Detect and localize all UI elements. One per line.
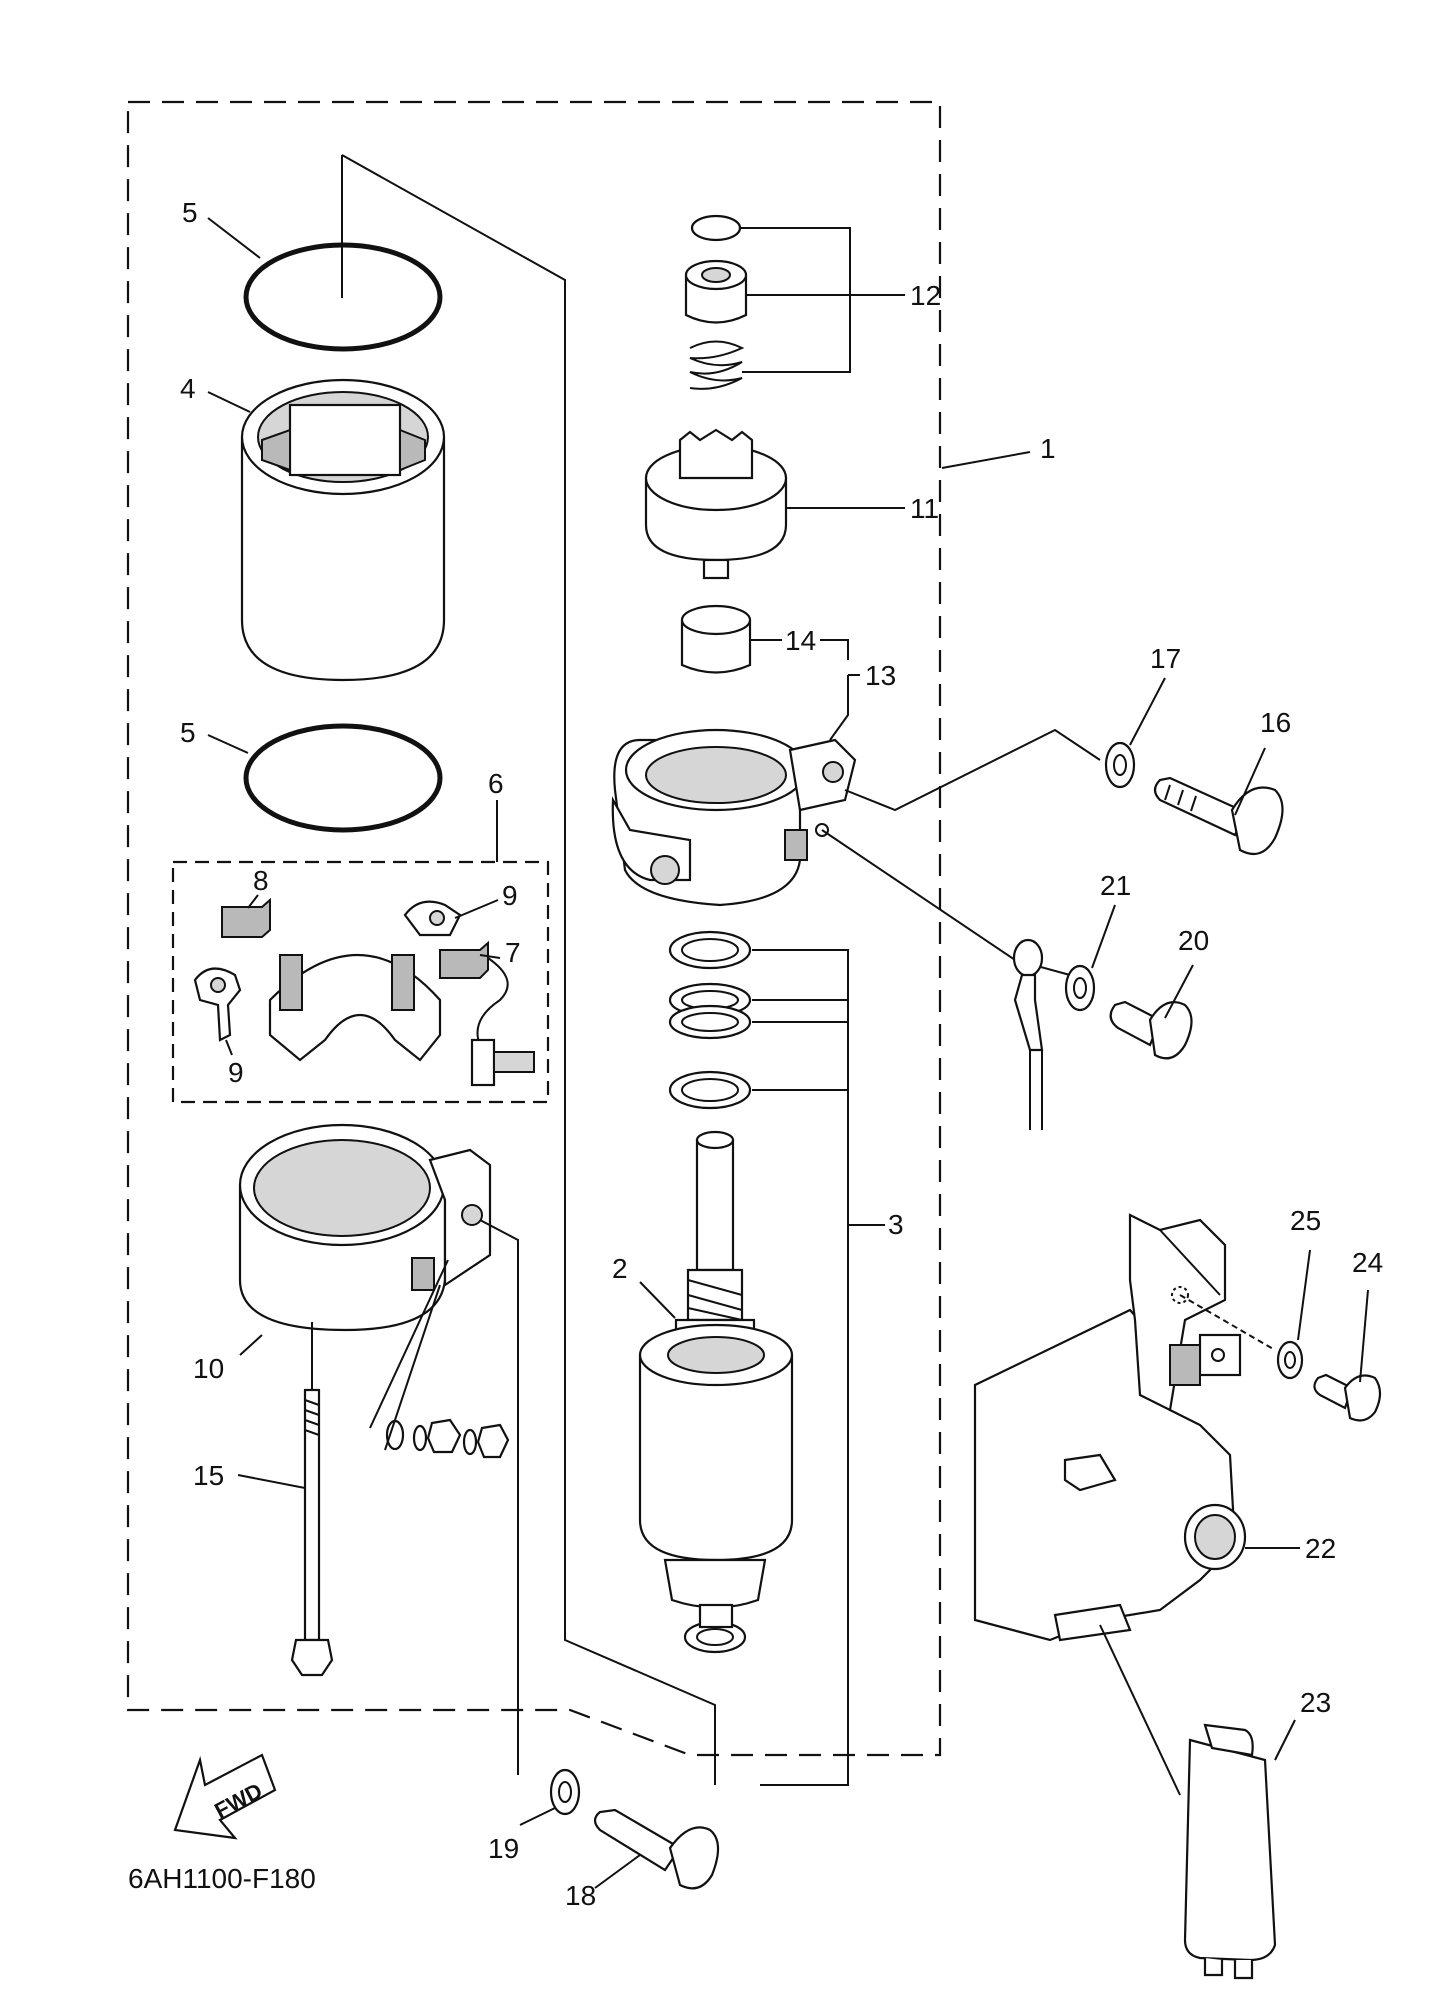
callout-25: 25 — [1290, 1205, 1321, 1236]
axis-guide-line — [341, 154, 716, 1785]
callout-15: 15 — [193, 1460, 224, 1491]
leader-10 — [239, 1334, 263, 1356]
thrust-washers — [668, 930, 752, 1654]
washer-21 — [1064, 964, 1096, 1012]
leader-18 — [594, 1854, 641, 1889]
leader-19-bolt — [479, 1219, 519, 1775]
callout-17: 17 — [1150, 643, 1181, 674]
callout-7: 7 — [505, 937, 521, 968]
callout-5-upper: 5 — [182, 197, 198, 228]
leader-13 — [829, 674, 860, 741]
leader-5b — [207, 734, 249, 754]
leader-23 — [1274, 1719, 1296, 1761]
leader-25-label — [1297, 1249, 1311, 1341]
mounting-bracket — [973, 1213, 1247, 1642]
brush-spring-9-upper — [403, 900, 462, 937]
leader-15 — [237, 1474, 306, 1489]
stopper-ring — [690, 214, 742, 242]
callout-18: 18 — [565, 1880, 596, 1911]
leader-12 — [740, 227, 905, 373]
callout-2: 2 — [612, 1253, 628, 1284]
armature — [638, 1130, 794, 1629]
callout-6: 6 — [488, 768, 504, 799]
callout-10: 10 — [193, 1353, 224, 1384]
cover-plate — [1183, 1723, 1277, 1980]
o-ring-upper — [243, 242, 443, 352]
leader-16 — [1234, 747, 1266, 816]
callout-13: 13 — [865, 660, 896, 691]
spring — [689, 340, 745, 390]
callout-24: 24 — [1352, 1247, 1383, 1278]
fwd-arrow-icon: FWD — [173, 1753, 277, 1840]
leader-8 — [247, 894, 259, 909]
callout-16: 16 — [1260, 707, 1291, 738]
brush-holder-assembly — [268, 954, 442, 1062]
leader-5a — [207, 217, 261, 259]
leader-9a — [454, 899, 499, 919]
leader-19-label — [519, 1807, 556, 1826]
brush-set-boundary — [171, 860, 550, 1104]
front-bracket — [611, 728, 857, 907]
leader-7 — [479, 954, 501, 959]
callout-22: 22 — [1305, 1533, 1336, 1564]
nut-washer-set — [369, 1259, 510, 1459]
bushing — [680, 604, 752, 674]
bolt-20 — [1109, 1000, 1193, 1060]
collar — [684, 259, 748, 324]
callout-11: 11 — [910, 493, 939, 524]
callout-1: 1 — [1040, 433, 1056, 464]
callout-23: 23 — [1300, 1687, 1331, 1718]
ground-lead-wire — [1012, 938, 1044, 1130]
leader-24 — [1359, 1289, 1369, 1383]
diagram-code: 6AH1100-F180 — [128, 1863, 316, 1894]
leader-2 — [639, 1281, 676, 1319]
pinion-drive — [644, 428, 788, 580]
leader-20 — [1164, 964, 1194, 1019]
leader-1 — [941, 451, 1031, 469]
brush-7 — [439, 940, 535, 1087]
brush-spring-9-lower — [193, 967, 242, 1042]
leader-17-label — [1129, 677, 1166, 746]
callout-8: 8 — [253, 865, 269, 896]
through-bolt — [290, 1322, 334, 1677]
leader-25 — [1179, 1294, 1276, 1351]
callout-12: 12 — [910, 280, 941, 311]
callout-3: 3 — [888, 1209, 904, 1240]
leader-23-clip — [1099, 1624, 1181, 1796]
callout-19: 19 — [488, 1833, 519, 1864]
leader-14 — [750, 639, 849, 660]
callout-21: 21 — [1100, 870, 1131, 901]
washer-17 — [1104, 741, 1136, 789]
leader-3 — [752, 949, 885, 1786]
leader-17 — [844, 728, 1101, 812]
assembly-boundary — [126, 100, 942, 1757]
callout-14: 14 — [785, 625, 816, 656]
washer-25 — [1276, 1340, 1304, 1380]
o-ring-lower — [243, 723, 443, 833]
brush-8 — [221, 897, 271, 938]
bolt-24 — [1313, 1373, 1382, 1422]
yoke-housing — [240, 378, 446, 682]
bolt-18 — [593, 1808, 720, 1890]
rear-cover — [238, 1123, 492, 1332]
callout-9-lower: 9 — [228, 1057, 244, 1088]
leader-9b — [225, 1039, 233, 1056]
callout-5-lower: 5 — [180, 717, 196, 748]
callout-4: 4 — [180, 373, 196, 404]
leader-4 — [207, 391, 251, 413]
callout-9-upper: 9 — [502, 880, 518, 911]
bolt-16 — [1153, 776, 1284, 856]
washer-19 — [549, 1768, 581, 1816]
leader-21-label — [1091, 904, 1116, 969]
callout-20: 20 — [1178, 925, 1209, 956]
